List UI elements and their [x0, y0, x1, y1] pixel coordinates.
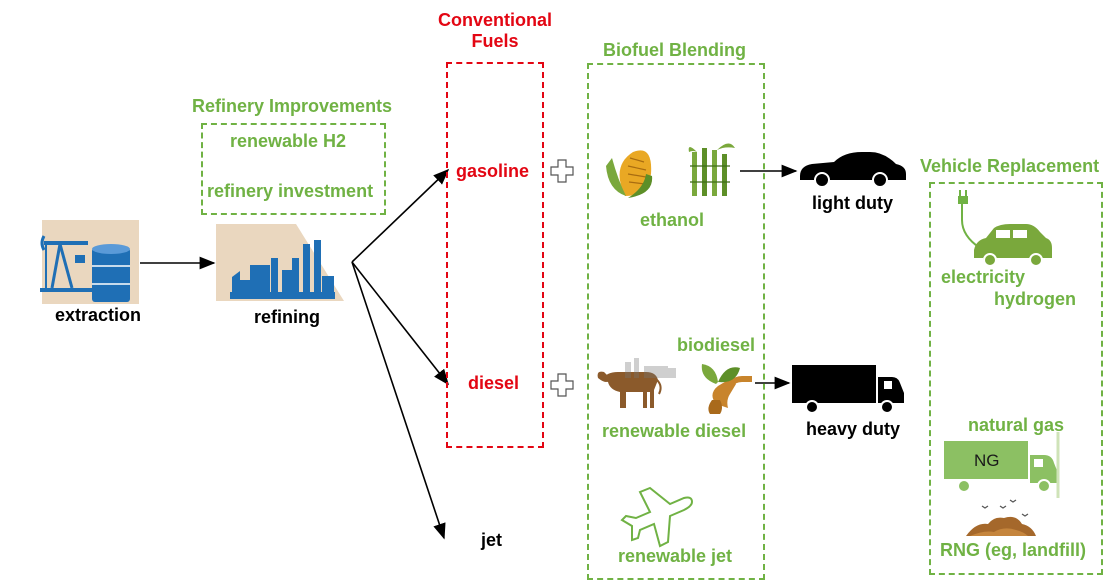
- ethanol-label: ethanol: [640, 210, 705, 230]
- hydrogen-label: hydrogen: [994, 289, 1077, 309]
- arrow-refining-to-jet: [351, 261, 446, 540]
- conventional-fuels-title: Conventional Fuels: [430, 10, 560, 51]
- diesel-label: diesel: [468, 373, 520, 393]
- vehicle-replacement-box: [929, 182, 1103, 575]
- conventional-fuels-box: [446, 62, 544, 448]
- ng-truck-label: NG: [974, 451, 1000, 470]
- refinery-icon: [216, 224, 344, 301]
- car-icon: [800, 152, 906, 188]
- arrow-refining-to-gasoline: [351, 168, 450, 263]
- extraction-label: extraction: [55, 305, 142, 325]
- jet-label: jet: [481, 530, 503, 550]
- refinery-improvements-box: [201, 123, 386, 215]
- natural-gas-label: natural gas: [968, 415, 1065, 435]
- ng-truck-icon: [944, 432, 1060, 498]
- truck-icon: [792, 365, 904, 414]
- biofuel-blending-title: Biofuel Blending: [603, 40, 746, 60]
- vehicle-replacement-title: Vehicle Replacement: [920, 156, 1100, 176]
- light-duty-label: light duty: [812, 193, 893, 213]
- biofuel-blending-box: [587, 63, 765, 580]
- gasoline-label: gasoline: [456, 161, 530, 181]
- biodiesel-nozzle-icon: [701, 364, 752, 414]
- conventional-fuels-title-line1: Conventional: [437, 10, 552, 30]
- airplane-icon: [620, 486, 694, 548]
- refinery-improvements-title: Refinery Improvements: [192, 96, 393, 116]
- plus-sign-diesel: [550, 373, 574, 397]
- biodiesel-label: biodiesel: [677, 335, 756, 355]
- arrow-refining-to-diesel: [351, 261, 449, 386]
- processing-plant-icon: [625, 358, 676, 378]
- electricity-label: electricity: [941, 267, 1026, 287]
- renewable-diesel-label: renewable diesel: [602, 421, 747, 441]
- refinery-investment-label: refinery investment: [207, 181, 374, 201]
- refining-label: refining: [254, 307, 320, 327]
- conventional-fuels-title-line2: Fuels: [471, 30, 519, 51]
- electric-car-icon: [958, 190, 1052, 267]
- landfill-icon: [966, 499, 1036, 536]
- plus-sign-gasoline: [550, 159, 574, 183]
- renewable-jet-label: renewable jet: [618, 546, 733, 566]
- renewable-h2-label: renewable H2: [230, 131, 347, 151]
- heavy-duty-label: heavy duty: [806, 419, 901, 439]
- oil-extraction-icon: [40, 220, 139, 304]
- rng-label: RNG (eg, landfill): [940, 540, 1086, 560]
- corn-icon: [606, 150, 653, 198]
- sugarcane-icon: [688, 143, 735, 196]
- cow-icon: [597, 371, 662, 408]
